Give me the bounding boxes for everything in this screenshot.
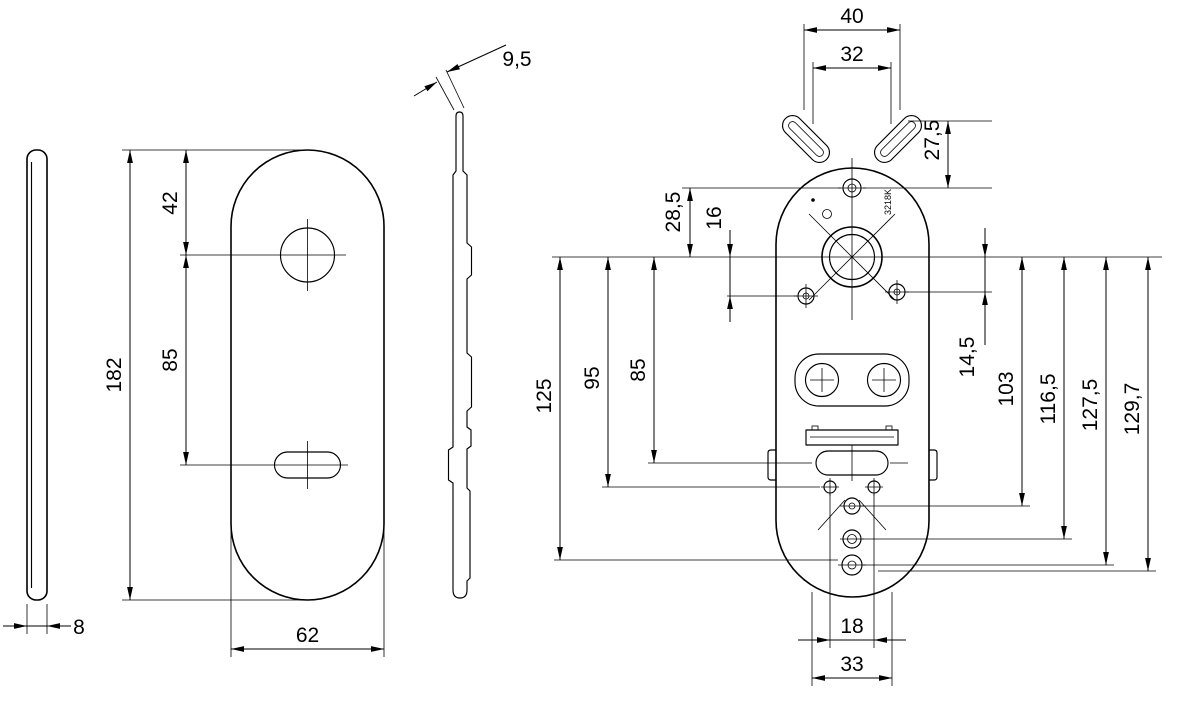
back-view-centerlines — [552, 158, 1162, 320]
back-view: 3218K — [533, 5, 1162, 686]
front-view: 182 42 85 62 — [103, 149, 385, 657]
dim-116-label: 116,5 — [1037, 374, 1060, 425]
dim-pair-spacing-label: 18 — [840, 615, 863, 638]
dim-top-outer-label: 40 — [840, 5, 863, 28]
backplate-outline — [775, 167, 930, 598]
side-view-extension-lines — [26, 604, 48, 634]
profile-extension-lines — [435, 69, 465, 111]
dim-top-inner-label: 32 — [840, 43, 863, 66]
dim-127-label: 127,5 — [1079, 379, 1102, 432]
dim-screw-to-center-label: 28,5 — [662, 192, 685, 233]
back-view-extension-lines — [554, 24, 1156, 686]
side-view: 8 — [3, 149, 85, 639]
dim-center-to-right-screw-label: 14,5 — [956, 337, 979, 378]
bottom-screw-2 — [840, 529, 864, 549]
spindle-slot — [815, 445, 908, 481]
back-view-dimension-lines — [557, 27, 1151, 681]
bottom-screw-3 — [838, 554, 866, 576]
clip-slot — [805, 425, 899, 446]
part-marking: 3218K — [883, 189, 893, 215]
front-view-dimension-lines — [127, 150, 384, 652]
bottom-screw-1 — [840, 497, 864, 515]
profile-view: 9,5 — [413, 44, 532, 599]
front-view-extension-lines — [122, 149, 385, 657]
bottom-screw-pair — [821, 478, 883, 496]
maker-logo — [822, 209, 832, 219]
fixing-tab-right — [873, 114, 923, 164]
dim-103-label: 103 — [995, 371, 1018, 406]
dim-tab-to-screw-label: 27,5 — [921, 120, 944, 161]
handle-hole-group — [794, 353, 910, 407]
front-plate-outline — [230, 149, 385, 601]
dim-center-to-slot-label: 85 — [627, 358, 650, 381]
side-plate-outline — [26, 149, 48, 601]
dim-front-hole-to-slot-label: 85 — [159, 348, 182, 371]
screw-boss-left — [794, 284, 818, 308]
dim-bottom-width-label: 33 — [840, 653, 863, 676]
stamp-dot — [811, 198, 815, 202]
profile-dimension-lines — [413, 44, 507, 97]
dim-center-to-left-screw-label: 16 — [703, 206, 726, 229]
dim-center-to-lower-label: 125 — [533, 378, 556, 413]
dim-front-width-label: 62 — [296, 624, 319, 647]
side-lug-right — [929, 449, 938, 481]
dim-front-height-label: 182 — [103, 357, 126, 392]
dim-profile-thickness-label: 9,5 — [502, 48, 531, 71]
fixing-tab-left — [781, 114, 831, 164]
bottom-bend-lines — [817, 499, 887, 531]
dim-front-top-to-hole-label: 42 — [159, 191, 182, 214]
dim-129-label: 129,7 — [1121, 383, 1144, 436]
dim-side-thickness-label: 8 — [73, 616, 85, 639]
side-lug-left — [767, 449, 776, 481]
front-view-centerlines — [180, 219, 348, 489]
dim-center-to-pair-label: 95 — [581, 366, 604, 389]
screw-boss-right — [885, 280, 909, 304]
profile-outline — [447, 111, 473, 599]
